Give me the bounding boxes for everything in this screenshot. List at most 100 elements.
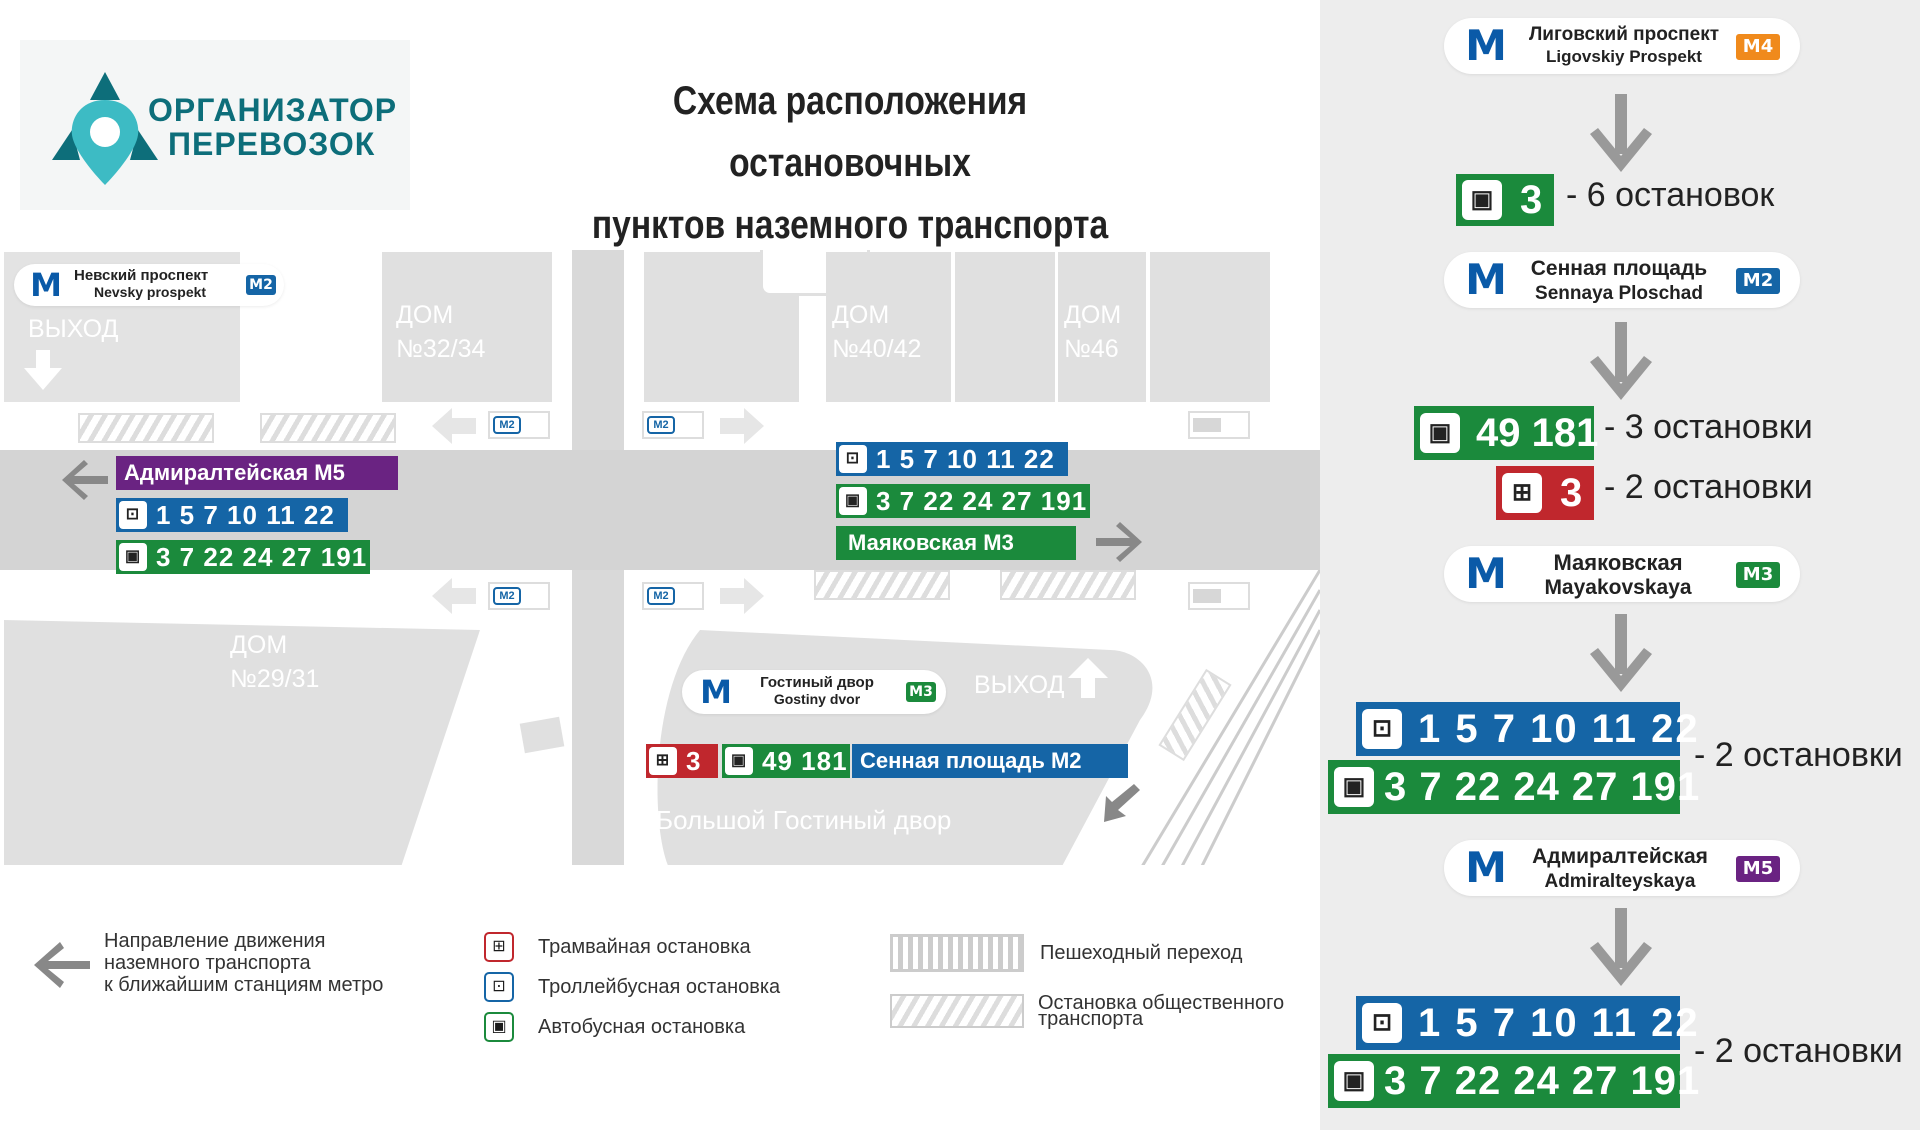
exit-up-arrow-icon [1068,658,1108,698]
metro-sennaya-name: Сенная площадь Sennaya Ploschad [1524,256,1714,306]
bus-icon: ▣ [1334,767,1374,807]
building-end [1150,252,1270,402]
side-bus-3: ▣3 [1456,174,1554,226]
metro-name-ru: Лиговский проспект [1528,24,1720,45]
line-badge: M2 [1050,748,1082,773]
metro-tag: M2 [647,416,675,434]
stop-area-marker [1188,582,1250,610]
legend-stop-area: Остановка общественного транспорта [1038,992,1284,1030]
title-line1: Схема расположения остановочных [672,79,1028,185]
side-trolley-routes: ⊡1 5 7 10 11 22 [1356,702,1698,756]
building-40-42 [826,252,951,402]
bld-line2: №32/34 [396,335,486,363]
crossing [78,413,214,443]
logo: ОРГАНИЗАТОР ПЕРЕВОЗОК [20,40,410,210]
bld-line1: ДОМ [396,301,454,329]
destination-name: Маяковская [848,530,978,555]
grey-marker [1193,418,1221,432]
tram-icon: ⊞ [1502,473,1542,513]
route-numbers: 3 7 22 24 27 191 [876,486,1088,516]
metro-name-en: Nevsky prospekt [94,284,207,300]
metro-admiralteyskaya-badge: M Адмиралтейская Admiralteyskaya M5 [1444,840,1800,896]
stop-area-marker: M2 [642,411,704,439]
metro-tag: M2 [493,587,521,605]
stop-count: - 2 остановки [1694,1032,1903,1070]
metro-tag: M2 [647,587,675,605]
bus-icon: ▣ [484,1012,514,1042]
destination-name: Адмиралтейская [124,460,309,485]
legend-stop-swatch [890,994,1024,1028]
bus-icon: ▣ [1420,413,1460,453]
stop-area-marker: M2 [642,582,704,610]
down-arrow-icon [1590,908,1652,986]
route-numbers: 3 7 22 24 27 191 [1384,765,1701,809]
crossing [260,413,396,443]
metro-mayakovskaya-name: Маяковская Mayakovskaya [1528,550,1708,600]
metro-mayakovskaya-badge: M Маяковская Mayakovskaya M3 [1444,546,1800,602]
bus-icon: ▣ [1334,1061,1374,1101]
route-numbers: 49 181 [762,746,848,776]
trolleybus-icon: ⊡ [484,972,514,1002]
bld-line1: ДОМ [230,631,288,659]
metro-gostiny-name: Гостиный двор Gostiny dvor [752,674,882,708]
metro-ligovsky-badge: M Лиговский проспект Ligovskiy Prospekt … [1444,18,1800,74]
trolley-routes-left: ⊡1 5 7 10 11 22 [116,498,348,532]
building-32-34 [382,252,552,402]
exit-label-bottom: ВЫХОД [974,671,1065,699]
destination-mayakovskaya: Маяковская M3 [836,526,1076,560]
route-numbers: 3 [686,746,702,776]
bld-line2: №29/31 [230,665,320,693]
metro-ligovsky-name: Лиговский проспект Ligovskiy Prospekt [1524,24,1724,68]
building-46 [1058,252,1146,402]
location-pin-icon [52,72,158,185]
legend-crossing-swatch [890,934,1024,972]
route-numbers: 1 5 7 10 11 22 [1418,707,1700,751]
stop-area-marker: M2 [488,411,550,439]
metro-name-en: Gostiny dvor [773,691,861,707]
down-arrow-icon [1590,94,1652,172]
page-title: Схема расположения остановочных пунктов … [556,70,1144,256]
route-numbers: 3 7 22 24 27 191 [156,542,368,572]
trolleybus-icon: ⊡ [839,445,867,473]
metro-m-icon: M [700,673,732,711]
metro-admiralteyskaya-name: Адмиралтейская Admiralteyskaya [1522,844,1718,894]
route-numbers: 3 [1560,471,1583,515]
bus-icon: ▣ [725,747,753,775]
route-numbers: 1 5 7 10 11 22 [1418,1001,1700,1045]
metro-line-badge: M2 [1736,268,1780,294]
title-line2: пунктов наземного транспорта [591,203,1109,247]
destination-admiralteyskaya: Адмиралтейская M5 [116,456,398,490]
stop-count: - 2 остановки [1604,468,1813,506]
stop-area-marker [1188,411,1250,439]
destination-name: Сенная площадь [860,748,1045,773]
legend-direction-line3: к ближайшим станциям метро [104,974,384,996]
bld-line1: ДОМ [832,301,890,329]
route-numbers: 1 5 7 10 11 22 [156,500,335,530]
legend-direction-line1: Направление движения [104,930,326,952]
direction-arrow-right-icon [1096,522,1142,562]
legend-arrow-icon [34,942,90,988]
metro-nevsky-badge: M Невский проспект Nevsky prospekt M2 [14,264,284,306]
route-numbers: 3 [1520,178,1543,222]
metro-m-icon: M [1465,549,1507,598]
logo-line2: ПЕРЕВОЗОК [168,126,376,162]
metro-line-badge: M3 [906,682,936,702]
bus-routes-right: ▣3 7 22 24 27 191 [836,484,1090,518]
arrow-left-icon [432,578,476,614]
legend-crossing: Пешеходный переход [1040,942,1243,964]
metro-m-icon: M [1465,21,1507,70]
side-bus-routes: ▣3 7 22 24 27 191 [1328,760,1699,814]
side-bus-routes: ▣3 7 22 24 27 191 [1328,1054,1699,1108]
building-29-31 [4,620,520,865]
legend-stop-line1: Остановка общественного [1038,992,1285,1014]
stop-area-marker: M2 [488,582,550,610]
bus-routes-bottom: ▣ 49 181 [722,744,850,778]
direction-arrow-down-left-icon [1104,784,1140,822]
metro-name-ru: Невский проспект [74,267,209,284]
road-vertical-2 [572,570,624,865]
trolleybus-icon: ⊡ [1362,1003,1402,1043]
tram-tracks [1141,570,1320,865]
